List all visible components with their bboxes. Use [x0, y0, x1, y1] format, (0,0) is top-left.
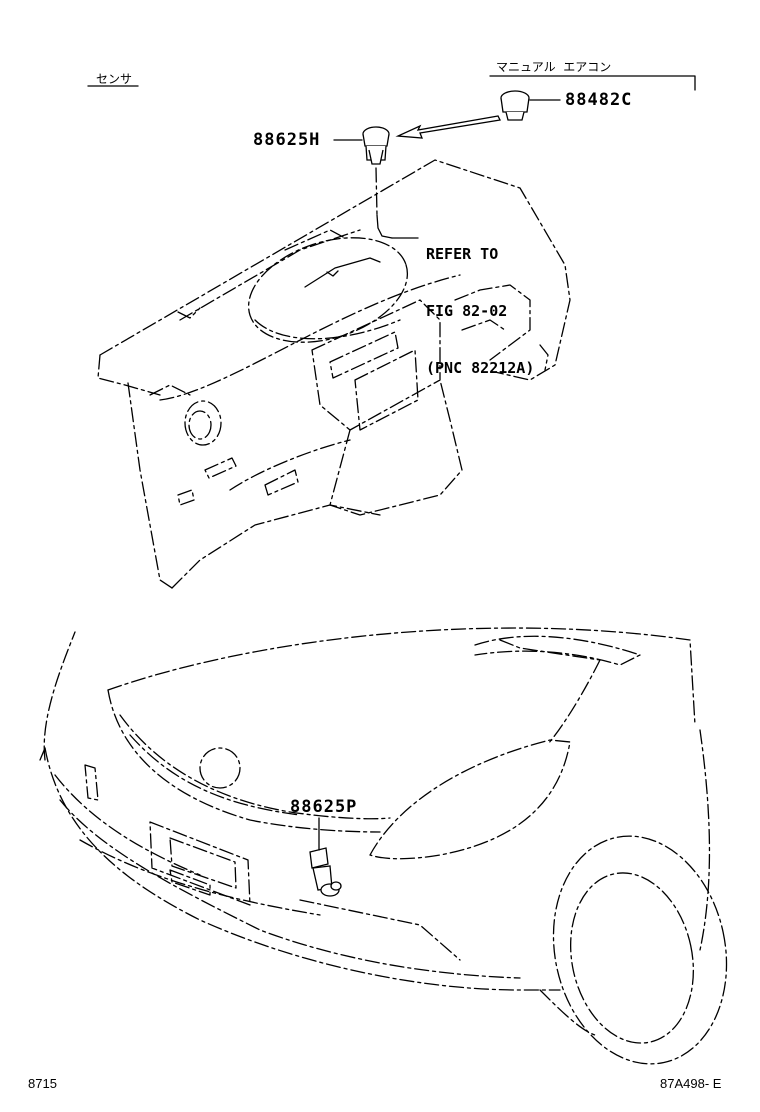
part-number-88625p: 88625P: [290, 797, 358, 817]
reference-note: REFER TO FIG 82-02 (PNC 82212A): [426, 207, 534, 416]
reference-line-3: (PNC 82212A): [426, 359, 535, 377]
dashboard-outline: [97, 159, 571, 589]
illustration-code: 87A498- E: [660, 1076, 722, 1091]
page-code: 8715: [28, 1076, 57, 1091]
reference-line-1: REFER TO: [426, 245, 499, 263]
reference-line-2: FIG 82-02: [426, 302, 508, 320]
section-label: センサ: [96, 72, 133, 86]
wire-lead: [376, 214, 393, 239]
sensor-88625h-shape: [362, 126, 390, 165]
sensor-wire: [375, 167, 378, 216]
variant-label: マニュアル エアコン: [496, 60, 612, 74]
front-bumper-outline: [39, 627, 728, 1065]
plug-88482c-shape: [500, 90, 530, 121]
sensor-88625p-shape: [309, 847, 342, 897]
variant-bracket: [489, 75, 696, 91]
install-arrow: [395, 115, 501, 139]
part-number-88482c: 88482C: [565, 90, 633, 110]
part-number-88625h: 88625H: [253, 130, 321, 150]
